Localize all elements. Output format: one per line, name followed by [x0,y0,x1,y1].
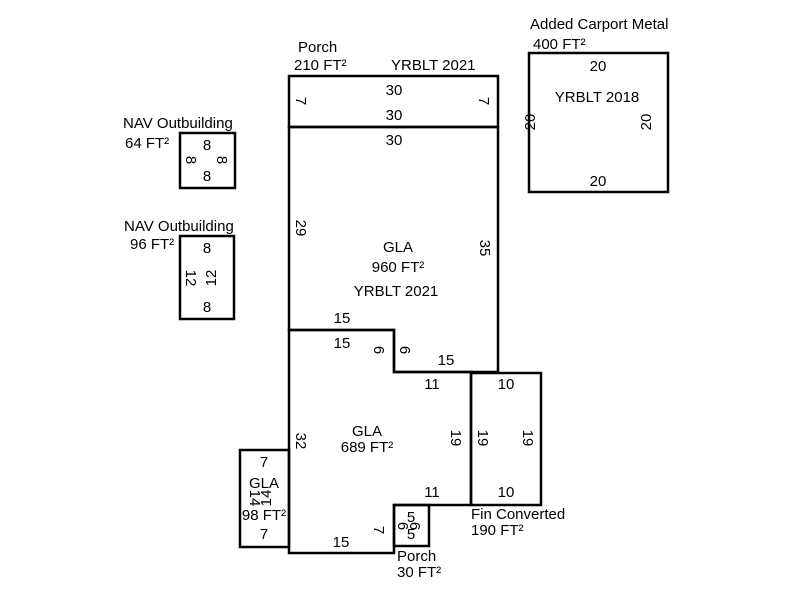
gla-main-note: YRBLT 2021 [354,283,439,300]
outbuilding-2-area: 96 FT² [130,236,174,253]
gla-small-name: GLA [249,475,279,492]
gla-lower-name: GLA [352,423,382,440]
porch-top-area: 210 FT² [294,57,347,74]
porch-top-dim-right: 7 [475,97,492,105]
porch-bottom-dim-left: 6 [394,522,411,530]
gla-main-dim-bottom-left: 15 [334,310,351,327]
gla-lower-dim-top-left: 15 [334,335,351,352]
carport-outline [527,51,670,194]
outbuilding-1-dim-top: 8 [203,137,211,154]
gla-main-dim-right: 35 [476,240,493,257]
gla-lower-dim-top-right: 11 [424,376,440,393]
outbuilding-1-dim-right: 8 [213,156,230,164]
gla-small-outline [238,448,291,549]
gla-small-area: 98 FT² [242,507,286,524]
porch-top-name: Porch [298,39,337,56]
gla-main-dim-left: 29 [292,220,309,237]
gla-lower-dim-porch-side: 7 [370,526,387,534]
outbuilding-2-outline [178,234,236,321]
outbuilding-1-area: 64 FT² [125,135,169,152]
carport-dim-bottom: 20 [590,173,607,190]
fin-converted-dim-bottom: 10 [498,484,515,501]
gla-lower-dim-step: 6 [370,346,387,354]
fin-converted-name: Fin Converted [471,506,565,523]
porch-top-dim-bottom: 30 [386,107,403,124]
porch-bottom-area: 30 FT² [397,564,441,581]
porch-top-dim-top: 30 [386,82,403,99]
gla-main-name: GLA [383,239,413,256]
area-porch-bottom[interactable]: 5 6 6 5 Porch 30 FT² [392,503,441,581]
outbuilding-2-dim-top: 8 [203,240,211,257]
porch-top-note: YRBLT 2021 [391,57,476,74]
area-outbuilding-2[interactable]: NAV Outbuilding 96 FT² 8 12 12 8 [124,218,236,321]
carport-dim-left: 20 [522,114,539,131]
fin-converted-outline [469,371,543,507]
gla-main-area: 960 FT² [372,259,425,276]
gla-lower-area: 689 FT² [341,439,394,456]
area-gla-small[interactable]: 7 GLA 14 14 98 FT² 7 [238,448,291,549]
carport-area: 400 FT² [533,36,586,53]
gla-lower-dim-bottom-right: 11 [424,484,440,501]
outbuilding-1-name: NAV Outbuilding [123,115,233,132]
area-fin-converted[interactable]: 10 19 19 10 Fin Converted 190 FT² [469,371,565,539]
gla-small-dim-right: 14 [258,490,275,507]
gla-lower-dim-bottom: 15 [333,534,350,551]
porch-bottom-outline [392,503,431,548]
fin-converted-area: 190 FT² [471,522,524,539]
area-outbuilding-1[interactable]: NAV Outbuilding 64 FT² 8 8 8 8 [123,115,237,190]
porch-bottom-dim-top: 5 [407,509,415,526]
gla-small-dim-left: 14 [246,490,263,507]
porch-bottom-dim-right: 6 [406,522,423,530]
outbuilding-2-name: NAV Outbuilding [124,218,234,235]
outbuilding-1-outline [178,131,237,190]
porch-top-dim-left: 7 [292,97,309,105]
fin-converted-dim-right: 19 [519,430,536,447]
gla-main-dim-bottom-right: 15 [438,352,455,369]
outbuilding-2-dim-right: 12 [203,270,220,287]
gla-small-dim-bottom: 7 [260,526,268,543]
gla-small-dim-top: 7 [260,454,268,471]
outbuilding-1-dim-left: 8 [182,156,199,164]
porch-bottom-dim-bottom: 5 [407,526,415,543]
porch-bottom-name: Porch [397,548,436,565]
gla-lower-dim-left: 32 [292,433,309,450]
gla-main-dim-step: 6 [396,346,413,354]
fin-converted-dim-top: 10 [498,376,515,393]
gla-lower-dim-right: 19 [447,430,464,447]
area-carport[interactable]: Added Carport Metal 400 FT² 20 YRBLT 201… [522,16,670,194]
outbuilding-2-dim-bottom: 8 [203,299,211,316]
area-porch-top[interactable]: Porch 210 FT² YRBLT 2021 30 30 7 7 [287,39,500,129]
carport-name: Added Carport Metal [530,16,668,33]
carport-note: YRBLT 2018 [555,89,640,106]
gla-main-dim-top: 30 [386,132,403,149]
carport-dim-top: 20 [590,58,607,75]
carport-dim-right: 20 [638,114,655,131]
outbuilding-2-dim-left: 12 [182,270,199,287]
outbuilding-1-dim-bottom: 8 [203,168,211,185]
fin-converted-dim-left: 19 [474,430,491,447]
